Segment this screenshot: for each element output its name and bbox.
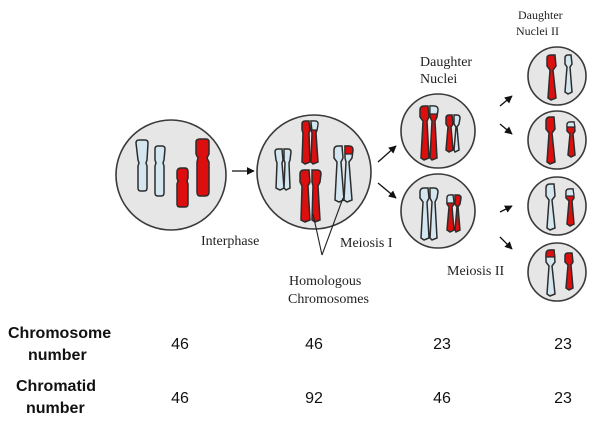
homolog-blue-small	[274, 148, 292, 191]
homolog-red-small	[301, 120, 319, 165]
row-label-line: number	[28, 347, 87, 364]
chromosome-red-short	[176, 167, 189, 208]
chromosome-blue-tall	[135, 139, 149, 192]
label-interphase: Interphase	[201, 234, 259, 249]
daughter-nucleus-top	[400, 93, 476, 169]
row-label-line: number	[26, 400, 85, 417]
arrow-to-daughter-top	[377, 145, 397, 163]
daughter-nucleus-2-a	[527, 46, 587, 106]
arrow-to-dn2-4	[499, 236, 513, 250]
cell-chromatid-daughter: 46	[433, 390, 451, 407]
chromosome-blue-short	[154, 145, 166, 197]
cell-chromosome-daughter-ii: 23	[554, 336, 572, 353]
arrow-to-dn2-3	[499, 205, 513, 213]
row-label-line: Chromatid	[16, 378, 96, 395]
daughter-nucleus-bottom	[400, 173, 476, 249]
cell-chromosome-daughter: 23	[433, 336, 451, 353]
pointer-line-1	[312, 213, 323, 256]
label-homologous-1: Homologous	[289, 274, 361, 289]
cell-chromatid-meiosis-1: 92	[305, 390, 323, 407]
label-homologous-2: Chromosomes	[288, 292, 369, 307]
row-label-chromatid-number: Chromatid number	[16, 376, 96, 420]
interphase-cell	[115, 119, 227, 231]
label-daughter-nuclei-ii-1: Daughter	[518, 8, 563, 22]
chromosome-red-tall	[195, 138, 210, 197]
cell-chromatid-interphase: 46	[171, 390, 189, 407]
label-daughter-nuclei-1: Daughter	[420, 55, 472, 70]
row-label-line: Chromosome	[8, 325, 112, 342]
daughter-nucleus-2-d	[527, 242, 587, 302]
arrow-to-daughter-bottom	[377, 182, 397, 199]
label-daughter-nuclei-2: Nuclei	[420, 72, 457, 87]
cell-chromosome-meiosis-1: 46	[305, 336, 323, 353]
label-meiosis-1: Meiosis I	[340, 236, 393, 251]
meiosis-1-cell	[256, 114, 372, 230]
cell-chromosome-interphase: 46	[171, 336, 189, 353]
daughter-nucleus-2-c	[527, 176, 587, 236]
cell-chromatid-daughter-ii: 23	[554, 390, 572, 407]
row-label-chromosome-number: Chromosome number	[8, 323, 111, 367]
daughter-nucleus-2-b	[527, 110, 587, 170]
homolog-red-large	[299, 169, 322, 223]
pointer-line-2	[321, 197, 344, 256]
homolog-blue-large	[333, 145, 354, 203]
arrow-to-dn2-2	[499, 123, 513, 135]
arrow-to-dn2-1	[499, 95, 513, 107]
label-daughter-nuclei-ii-2: Nuclei II	[516, 24, 559, 38]
label-meiosis-2: Meiosis II	[447, 264, 505, 279]
